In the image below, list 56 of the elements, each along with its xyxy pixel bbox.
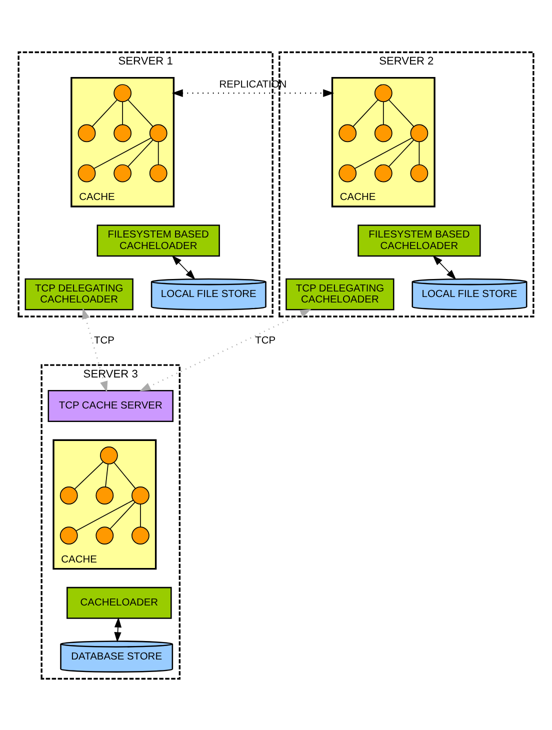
- connector: [122, 100, 123, 125]
- node-circle: [338, 124, 357, 142]
- node-circle: [374, 84, 392, 102]
- connector: [418, 140, 420, 165]
- connector: [140, 503, 141, 527]
- connector: [158, 140, 159, 165]
- node-circle: [410, 124, 428, 142]
- arrow: [432, 254, 456, 280]
- node-circle: [410, 164, 428, 182]
- node-circle: [114, 124, 132, 142]
- connector: [128, 99, 154, 126]
- node-box: FILESYSTEM BASED CACHELOADER: [358, 224, 481, 256]
- connector: [114, 462, 136, 488]
- cluster: CACHE: [331, 76, 436, 207]
- cluster: CACHE: [52, 438, 157, 570]
- connector: [352, 99, 378, 126]
- node-box: TCP DELEGATING CACHELOADER: [286, 278, 394, 310]
- node-circle: [96, 486, 114, 504]
- node-circle: [114, 164, 132, 182]
- connector: [388, 99, 414, 126]
- node-circle: [78, 164, 96, 182]
- connector: [382, 100, 384, 125]
- node-circle: [60, 486, 78, 504]
- arrow: [172, 88, 334, 97]
- cluster: CACHE: [70, 76, 175, 207]
- edge-label: TCP: [255, 334, 276, 346]
- connector: [92, 99, 118, 126]
- connector: [94, 137, 152, 168]
- node-circle: [132, 526, 150, 544]
- edge-label: TCP: [94, 334, 114, 346]
- connector: [74, 461, 104, 489]
- arrow: [114, 616, 122, 642]
- arrow: [82, 307, 108, 392]
- connector: [105, 463, 108, 487]
- connector: [354, 137, 412, 168]
- node-circle: [374, 124, 392, 142]
- node-circle: [374, 164, 392, 182]
- arrow: [172, 254, 196, 280]
- node-circle: [338, 164, 357, 182]
- node-box: CACHELOADER: [66, 586, 172, 618]
- node-circle: [100, 446, 118, 464]
- connector: [388, 139, 414, 167]
- node-circle: [60, 526, 78, 544]
- node-box: TCP CACHE SERVER: [48, 390, 174, 422]
- node-circle: [132, 486, 150, 504]
- connector: [128, 139, 154, 167]
- node-circle: [114, 84, 132, 102]
- connector: [76, 499, 134, 531]
- node-box: TCP DELEGATING CACHELOADER: [24, 278, 134, 310]
- node-circle: [149, 124, 168, 142]
- arrow: [139, 308, 312, 391]
- node-circle: [149, 164, 168, 182]
- node-circle: [78, 124, 96, 142]
- connector: [110, 501, 136, 529]
- node-circle: [96, 526, 114, 544]
- node-box: FILESYSTEM BASED CACHELOADER: [96, 224, 220, 256]
